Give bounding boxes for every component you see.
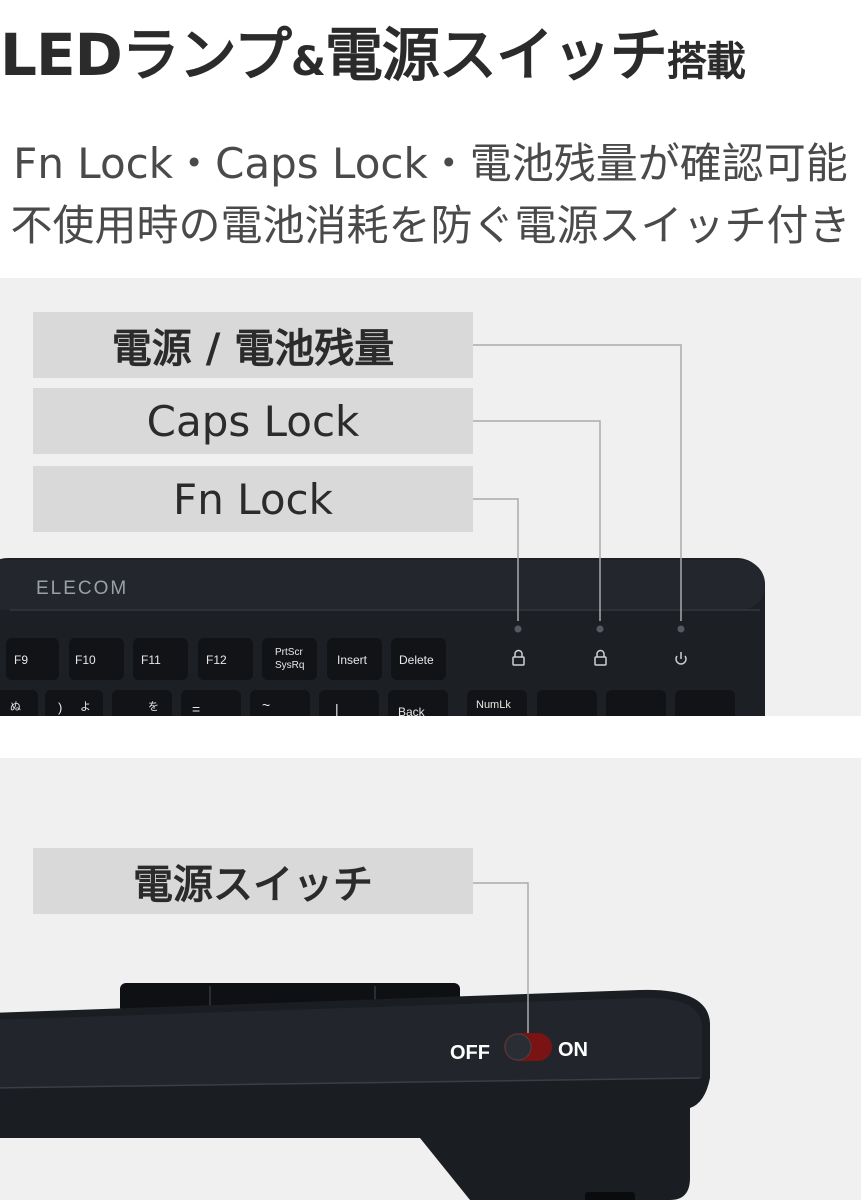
key-nu-label: ぬ <box>10 700 21 713</box>
key-yo-label: よ <box>80 700 91 713</box>
fn-lock-label: Fn Lock <box>33 466 473 532</box>
page-heading: LEDランプ&電源スイッチ搭載 <box>0 8 861 92</box>
switch-off-label: OFF <box>450 1042 490 1064</box>
power-battery-label: 電源 / 電池残量 <box>33 312 473 378</box>
key-wo-label: を <box>148 700 159 713</box>
caps-lock-label: Caps Lock <box>33 388 473 454</box>
key-f12 <box>198 638 253 680</box>
power-led <box>677 625 685 633</box>
key-delete <box>391 638 446 680</box>
switch-panel: OFF ON 電源スイッチ <box>0 758 861 1200</box>
heading-part3: 搭載 <box>666 39 746 85</box>
key-back-label: Back <box>398 705 426 716</box>
key-f11 <box>133 638 188 680</box>
caps-lock-icon <box>594 656 607 666</box>
fn-lock-led <box>514 625 522 633</box>
key-equals-label: = <box>192 701 200 716</box>
key-insert-label: Insert <box>337 653 368 667</box>
key-sysrq-label: SysRq <box>275 660 304 671</box>
key-f12-label: F12 <box>206 653 227 667</box>
key-numlk <box>467 690 527 716</box>
key-pipe-label: | <box>335 701 339 716</box>
key-delete-label: Delete <box>399 653 434 667</box>
fn-leader-line <box>473 498 519 621</box>
subtitle-line-1: Fn Lock・Caps Lock・電池残量が確認可能 <box>13 139 848 188</box>
key-paren-label: ) <box>58 700 62 715</box>
brand-logo: ELECOM <box>36 578 128 599</box>
power-switch-knob[interactable] <box>504 1033 532 1061</box>
key-numlk-label: NumLk <box>476 699 511 711</box>
key-back <box>388 690 448 716</box>
key-f9 <box>6 638 59 680</box>
key-prtscr <box>262 638 317 680</box>
key-prtscr-label: PrtScr <box>275 647 303 658</box>
key-insert <box>327 638 382 680</box>
heading-part2: 電源スイッチ <box>324 21 668 89</box>
key-tilde-label: ~ <box>262 697 270 713</box>
key-f10 <box>69 638 124 680</box>
power-leader-line <box>473 344 682 621</box>
subtitle-line-2: 不使用時の電池消耗を防ぐ電源スイッチ付き <box>10 201 851 250</box>
switch-on-label: ON <box>558 1039 588 1061</box>
caps-leader-line <box>473 420 601 621</box>
key-f9-label: F9 <box>14 653 28 667</box>
heading-ampersand: & <box>290 39 326 85</box>
caps-lock-led <box>596 625 604 633</box>
fn-lock-icon <box>512 656 525 666</box>
key-f10-label: F10 <box>75 653 96 667</box>
keyboard-side-illustration: OFF ON <box>0 882 710 1200</box>
key-f11-label: F11 <box>141 653 161 667</box>
switch-leader-line <box>473 882 529 1033</box>
power-icon <box>675 655 687 665</box>
power-switch-label: 電源スイッチ <box>33 848 473 914</box>
heading-part1: LEDランプ <box>0 21 292 89</box>
keyboard-top-illustration: ELECOM F9 F10 F11 F12 PrtScr SysRq Inser… <box>0 344 765 716</box>
led-panel: ELECOM F9 F10 F11 F12 PrtScr SysRq Inser… <box>0 278 861 716</box>
